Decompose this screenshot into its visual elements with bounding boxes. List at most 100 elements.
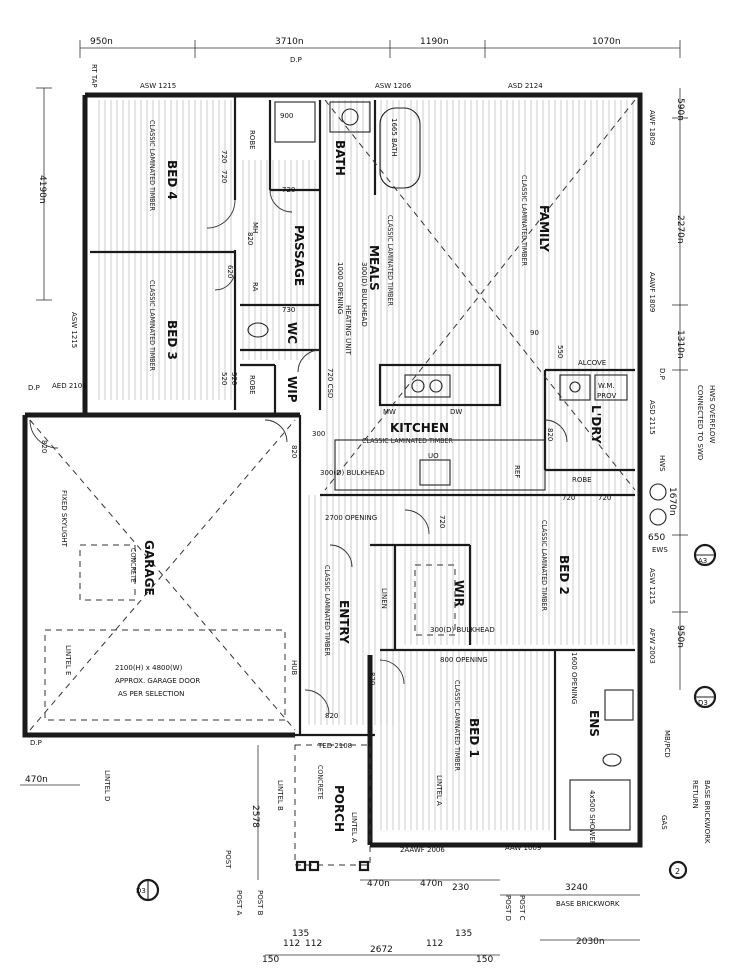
laundry-room: W.M. PROV L'DRY 820 ASD 2115 HWS EWS HWS… [546,374,716,554]
dim-right-1310: 1310n [675,330,685,359]
shower-label: 4x500 SHOWER [588,790,596,846]
exterior-walls [22,92,643,848]
post-d: POST D [504,895,512,921]
mbpcd-label: MB/PCD [663,730,671,758]
bed3-room: BED 3 CLASSIC LAMINATED TIMBER ASW 1215 … [70,265,256,395]
kitchen-label: KITCHEN [390,421,449,435]
bed4-window: ASW 1215 [140,82,176,90]
floor-hatching [95,100,635,830]
hws-label: HWS [658,455,666,472]
uo-label: UO [428,452,439,460]
base-brick-return-2: RETURN [691,780,699,809]
dim-right-950: 950n [675,625,685,648]
marker-2: 2 [675,867,680,876]
entry-area: ENTRY CLASSIC LAMINATED TIMBER 2700 OPEN… [290,514,495,720]
dim-right-2270: 2270n [675,215,685,244]
dim-bottom-135b: 135 [455,929,472,939]
bed3-robe-520b: 520 [230,372,238,385]
family-window-aawf: AAWF 1809 [648,272,656,312]
bed4-room: BED 4 CLASSIC LAMINATED TIMBER ASW 1215 … [140,82,256,245]
lintel-b: LINTEL B [276,780,284,811]
right-dimension-line: 590n 2270n 1310n 1670n 650 950n [648,88,688,690]
linen-label: LINEN [380,588,388,609]
dp-right: D.P [658,368,666,380]
dim-bottom-2030: 2030n [576,937,605,947]
dim-top-1070: 1070n [592,37,621,47]
bed2-robe-720a: 720 [562,494,575,502]
dim-bottom-150a: 150 [262,955,279,965]
passage-730: 730 [282,306,295,314]
bed4-label: BED 4 [165,160,179,200]
skylight-label: FIXED SKYLIGHT [60,490,68,548]
bed2-robe-720b: 720 [598,494,611,502]
bed2-window: ASW 1215 [648,568,656,604]
alcove-550: 550 [556,345,564,358]
kitchen-room: KITCHEN CLASSIC LAMINATED TIMBER MW DW U… [290,363,546,491]
hws-note-2: CONNECTED TO SWD [696,385,704,460]
bottom-dimensions: 470n 2578 470n 470n 230 3240 BASE BRICKW… [20,730,711,965]
ra-label: RA [251,282,259,292]
meals-label: MEALS [367,245,381,291]
bed2-label: BED 2 [557,555,571,595]
bed1-window-2aawf: 2AAWF 2006 [400,846,445,854]
alcove-90: 90 [530,329,539,337]
mw-label: MW [383,408,396,416]
shower-900: 900 [280,112,293,120]
heating-unit: HEATING UNIT [344,305,352,356]
bed1-820: 820 [368,672,376,685]
bed2-floor: CLASSIC LAMINATED TIMBER [540,520,548,611]
dp-top: D.P [290,56,302,64]
bed4-robe-720b: 720 [220,170,228,183]
opening-2700: 2700 OPENING [325,514,377,522]
bed1-floor: CLASSIC LAMINATED TIMBER [453,680,461,771]
bath-window: ASW 1206 [375,82,412,90]
post-b: POST B [256,890,264,916]
prov-label: PROV [597,392,616,400]
dim-top-3710: 3710n [275,37,304,47]
entry-820: 820 [325,712,338,720]
wm-label: W.M. [598,382,615,390]
diagonal-guides [29,99,636,731]
lintel-c: LINTEL A [350,812,358,843]
dp-bottom-left: D.P [30,739,42,747]
ews-label: EWS [652,546,668,554]
robe-bed3: ROBE [248,375,256,395]
dim-bottom-112b: 112 [305,939,322,949]
bed3-door-620: 620 [226,265,234,278]
post-left: POST [224,850,232,869]
section-a3: A3 [698,557,707,565]
bed3-floor: CLASSIC LAMINATED TIMBER [148,280,156,371]
top-dimension-line: 950n 3710n 1190n 1070n RT TAP D.P [79,37,681,88]
kitchen-bulkhead: 300(D) BULKHEAD [320,469,385,477]
post-a: POST A [235,890,243,916]
section-d3-bottom: D3 [136,887,146,895]
family-label: FAMILY [537,205,551,252]
bed3-label: BED 3 [165,320,179,360]
wir-label: WIR [452,580,466,607]
wir-820: 720 [438,515,446,528]
garage-door-line3: AS PER SELECTION [118,690,184,698]
gas-label: GAS [660,815,668,830]
kitchen-820: 820 [290,445,298,458]
opening-800: 800 OPENING [440,656,488,664]
ldry-label: L'DRY [589,405,603,444]
passage-720: 720 [282,186,295,194]
dim-bottom-470b: 470n [367,879,390,889]
garage-label: GARAGE [142,540,156,596]
section-markers: A3 D3 D3 2 [136,543,717,902]
bed4-door-820: 820 [246,232,254,245]
family-window-awf: AWF 1809 [648,110,656,145]
dim-bottom-470a: 470n [25,775,48,785]
dw-label: DW [450,408,462,416]
dim-bottom-112c: 112 [426,939,443,949]
robe-bed2: ROBE [572,476,592,484]
living-areas: MEALS CLASSIC LAMINATED TIMBER 300(D) BU… [326,82,666,398]
door-swings [29,189,568,715]
bed3-window: ASW 1215 [70,312,78,348]
entry-label: ENTRY [337,600,351,644]
ldry-820: 820 [546,428,554,441]
alcove-label: ALCOVE [578,359,606,367]
bed3-robe-520a: 520 [220,372,228,385]
wip-label: WIP [285,376,299,403]
left-dimension-line: 4190n [36,87,52,301]
